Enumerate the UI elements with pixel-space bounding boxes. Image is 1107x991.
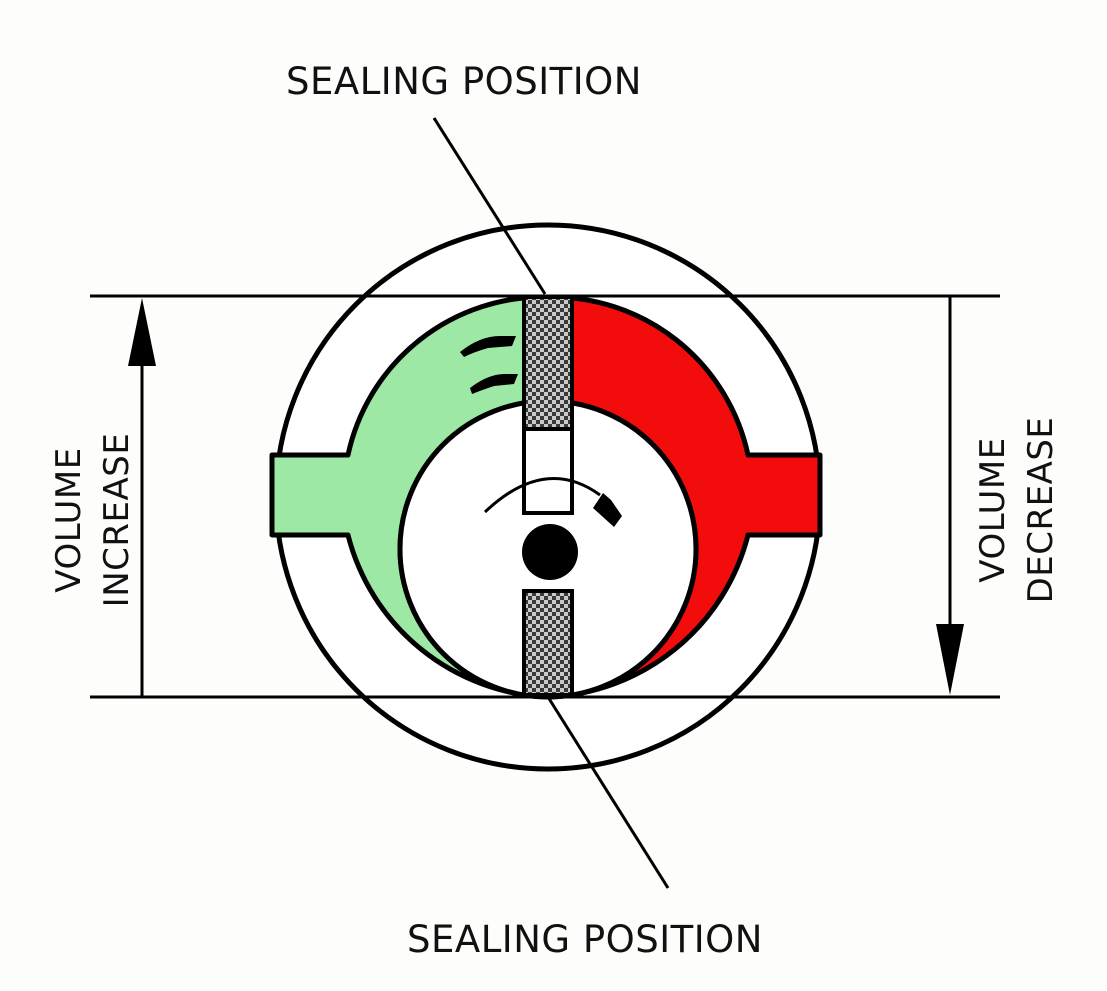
arrow-up-icon	[128, 298, 156, 366]
bottom-sealing-label: SEALING POSITION	[407, 918, 763, 961]
flow-arrows-icon	[460, 336, 518, 394]
top-sealing-leader	[432, 117, 547, 295]
lower-vane-hatched-vane-icon	[522, 589, 574, 697]
bottom-sealing-leader	[546, 696, 670, 889]
volume-decrease-label-line1: VOLUME	[973, 437, 1013, 582]
rotation-arrow-icon	[483, 477, 601, 514]
arrow-down-icon	[936, 624, 964, 695]
rotation-arrowhead	[593, 493, 622, 527]
upper-vane-hatched-vane-icon	[522, 295, 574, 431]
volume-increase-label-line1: VOLUME	[49, 447, 89, 592]
volume-decrease-label-line2: DECREASE	[1021, 417, 1061, 604]
top-sealing-label: SEALING POSITION	[286, 60, 642, 103]
shaft-dot-icon	[522, 524, 578, 580]
volume-increase-label-line2: INCREASE	[97, 433, 137, 608]
vane-slot	[522, 423, 574, 515]
